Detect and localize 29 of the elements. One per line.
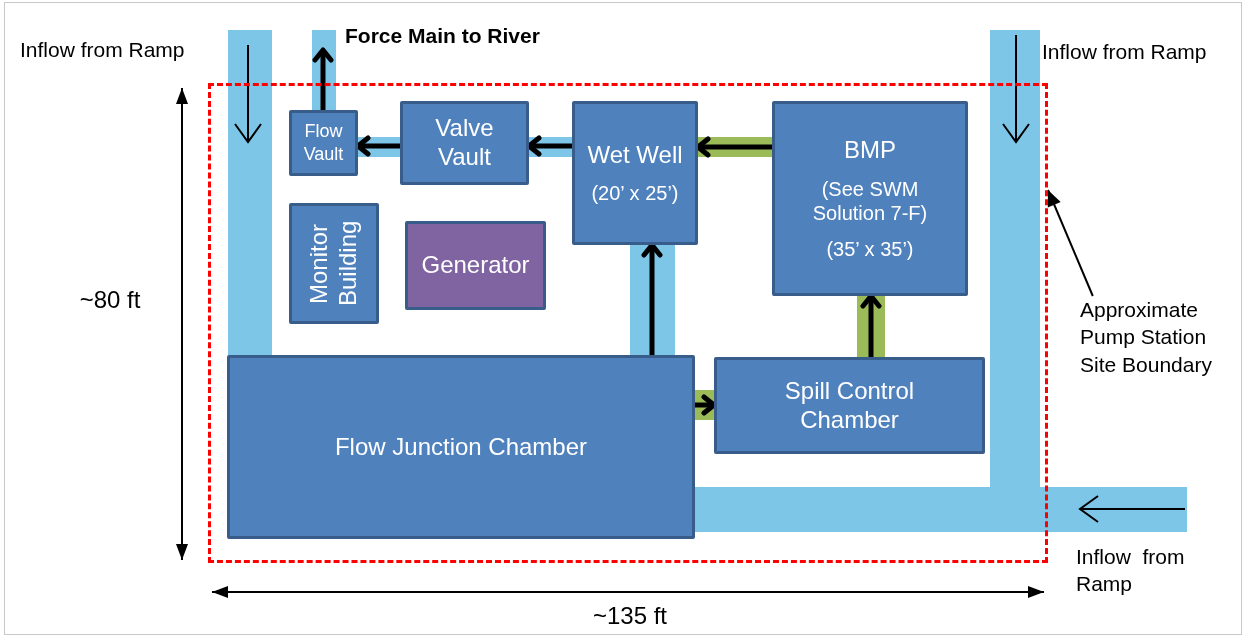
inflow-label: Inflow from Ramp <box>20 37 186 63</box>
box-label: (See SWM Solution 7-F) <box>811 176 929 225</box>
box-label: BMP <box>844 136 896 165</box>
box-label: (35’ x 35’) <box>826 236 914 261</box>
inflow-label: Inflow from Ramp <box>1042 39 1208 65</box>
box-label: Generator <box>421 251 530 280</box>
dimension-label: ~135 ft <box>591 601 669 631</box>
boundary-label: Approximate Pump Station Site Boundary <box>1080 296 1240 378</box>
outlet-label: Force Main to River <box>316 22 576 50</box>
bmp-box <box>772 101 968 296</box>
vault-box <box>400 101 529 185</box>
box-label: Wet Well <box>587 140 683 170</box>
leader-line <box>1047 189 1094 297</box>
box-label: Valve Vault <box>434 114 495 172</box>
building-box <box>289 203 379 324</box>
box-label: Flow Vault <box>302 119 345 166</box>
box-label: Flow Junction Chamber <box>334 432 588 462</box>
site-boundary <box>208 83 1048 563</box>
well-box <box>572 101 698 245</box>
dimension-label: ~80 ft <box>78 285 142 315</box>
box-label: Spill Control Chamber <box>783 376 916 435</box>
vault-box <box>289 110 358 176</box>
inflow-label: Inflow from Ramp <box>1076 544 1186 598</box>
arrow <box>312 47 334 110</box>
generator-box <box>405 221 546 310</box>
chamber-box <box>714 357 985 454</box>
box-label: (20’ x 25’) <box>591 181 679 206</box>
box-label: Monitor Building <box>305 219 362 309</box>
chamber-box <box>227 355 695 539</box>
